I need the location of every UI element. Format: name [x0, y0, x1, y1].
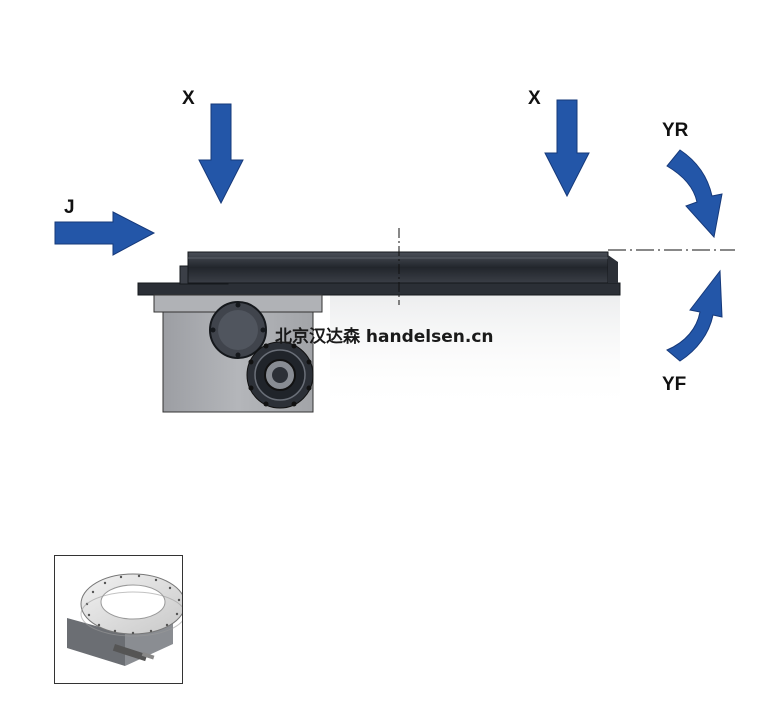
arrow-yr-icon [666, 149, 723, 239]
ghost-lines [330, 294, 620, 412]
label-yr: YR [662, 120, 689, 141]
arrow-x-left-icon [198, 103, 244, 205]
motor-flange [209, 301, 267, 359]
rotary-table-drawing [137, 228, 735, 413]
rotary-table-photo-icon [67, 573, 182, 666]
label-x-right: X [528, 88, 541, 109]
arrow-x-right-icon [544, 99, 590, 198]
table-edge [608, 255, 618, 283]
arrow-yf-icon [666, 269, 723, 362]
arrow-j-icon [54, 211, 156, 256]
watermark-text: 北京汉达森 handelsen.cn [275, 326, 494, 347]
base-plate [137, 282, 621, 296]
label-j: J [64, 197, 75, 218]
label-x-left: X [182, 88, 195, 109]
label-yf: YF [662, 374, 686, 395]
output-gear [246, 341, 314, 409]
table-top [187, 251, 609, 284]
product-thumbnail [54, 555, 183, 684]
